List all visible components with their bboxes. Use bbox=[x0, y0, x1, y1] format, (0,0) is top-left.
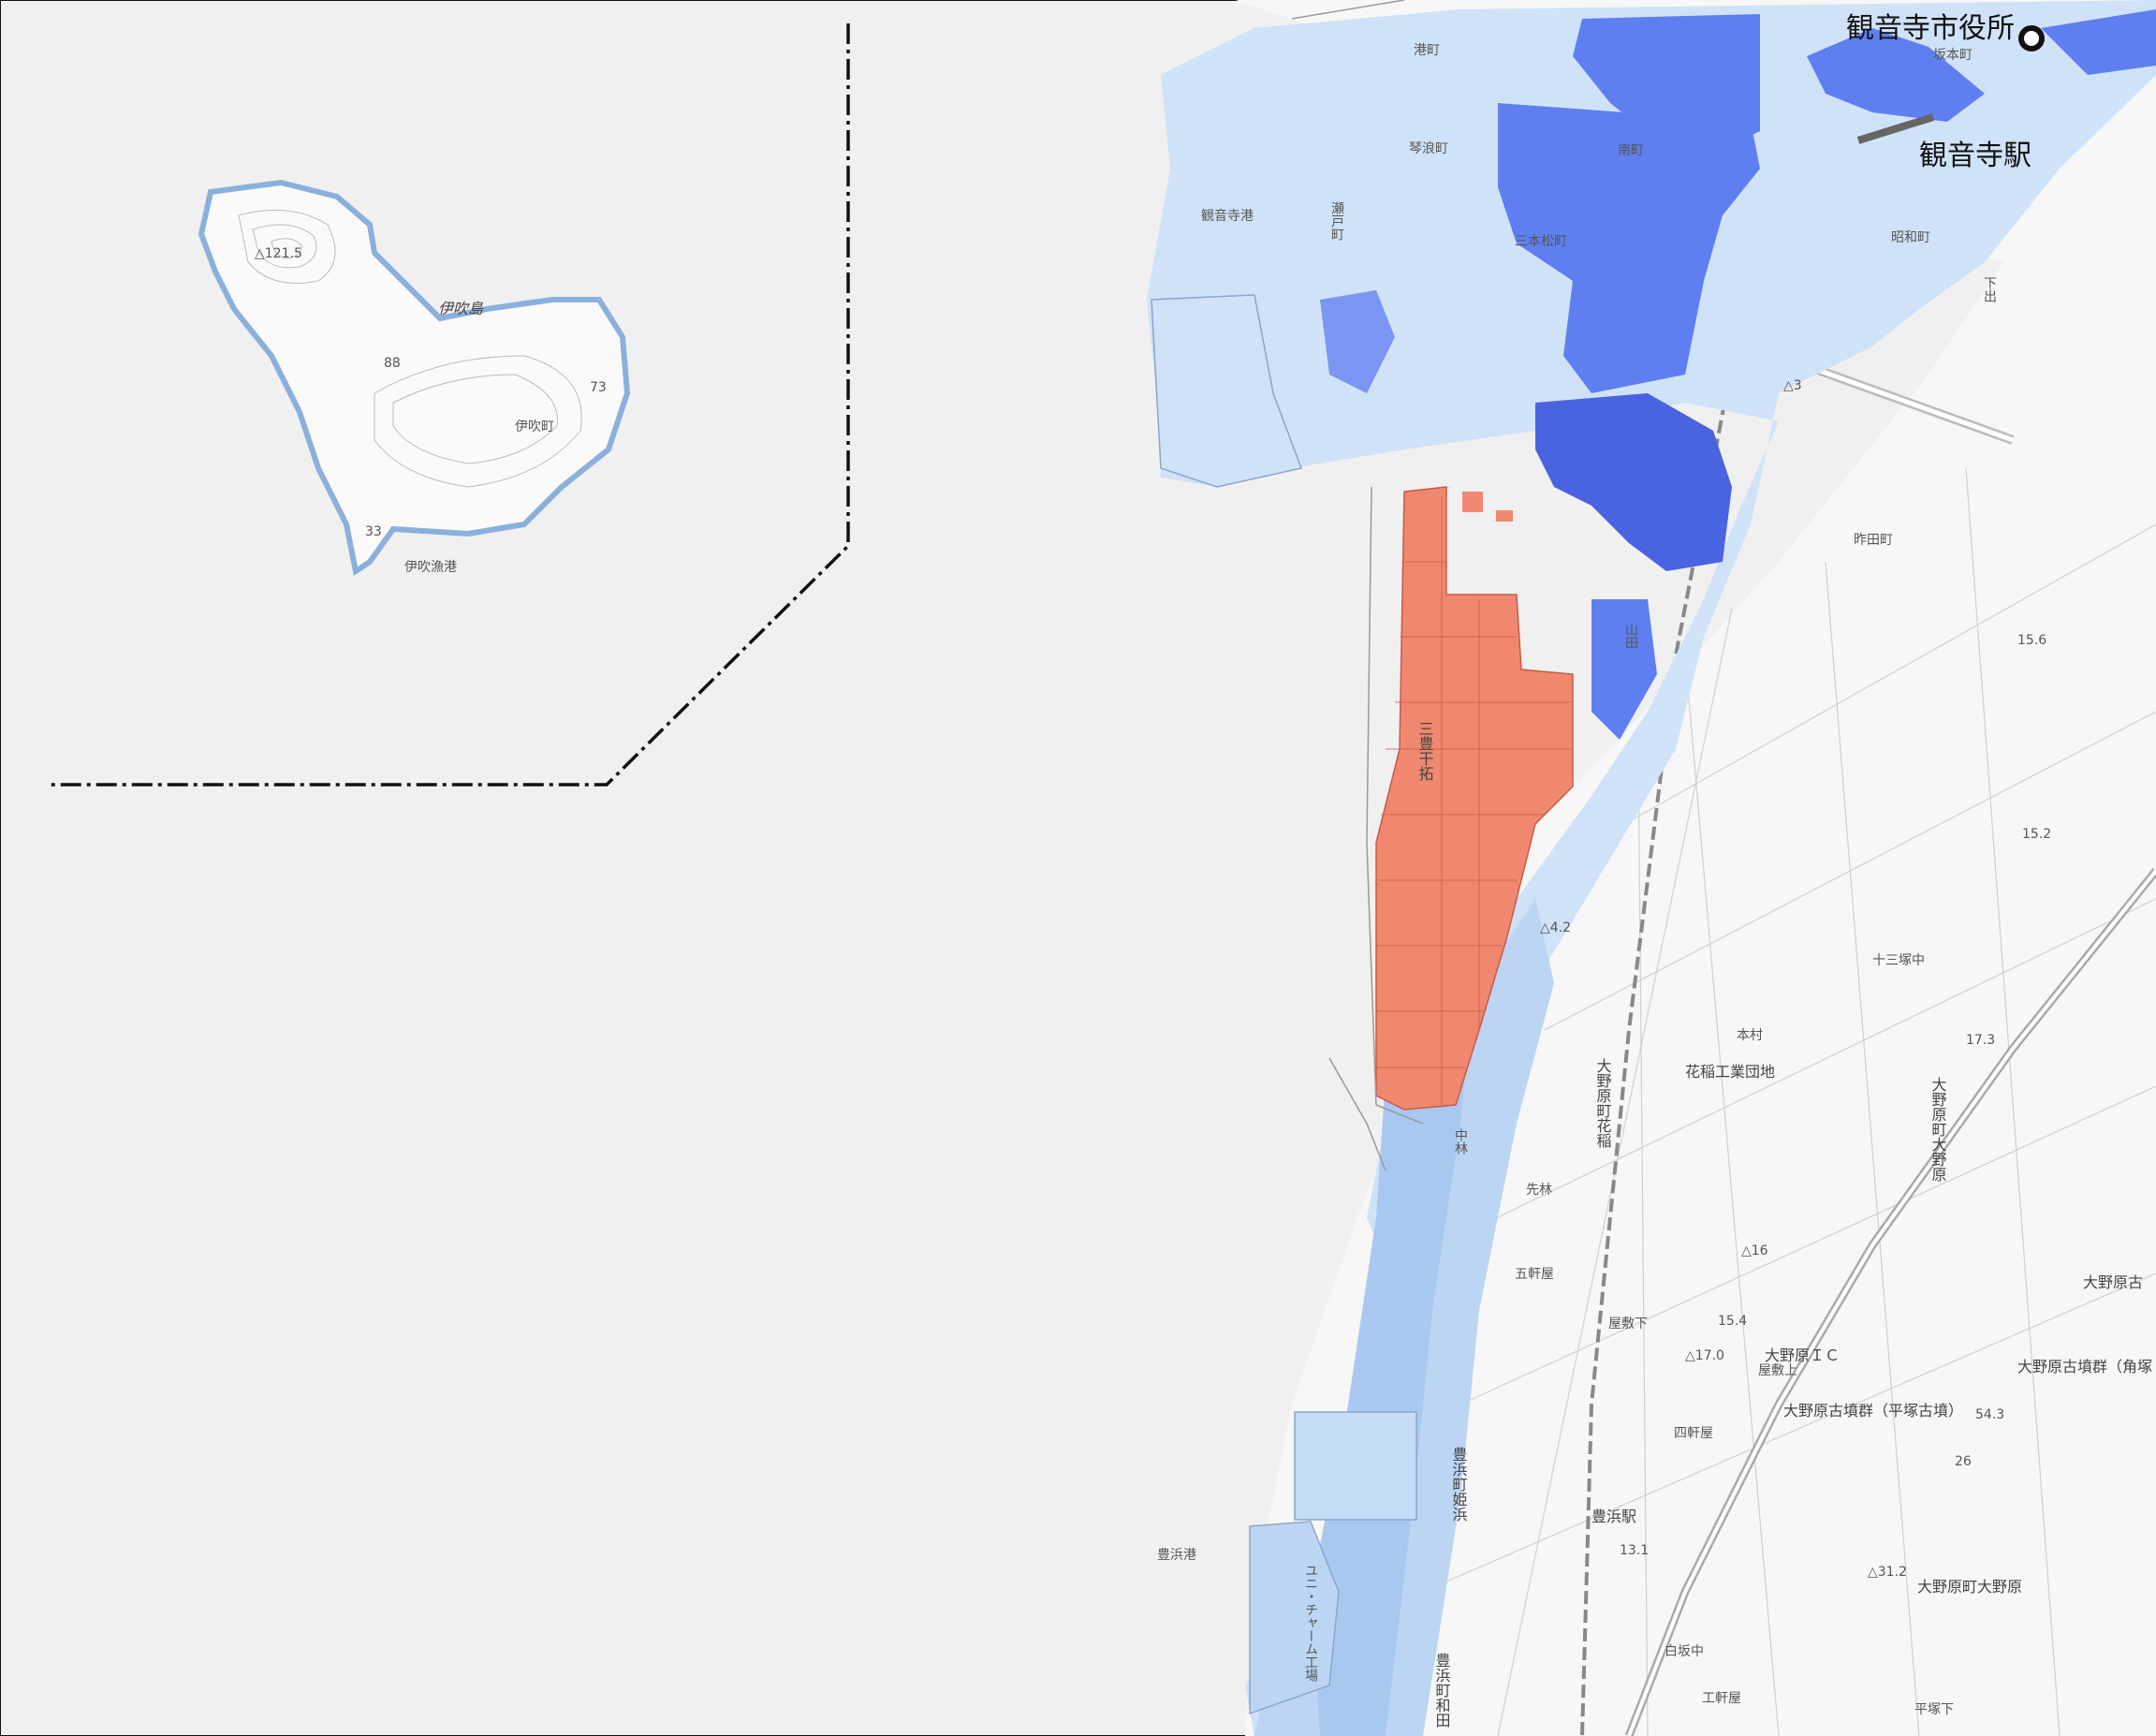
ic-label: 大野原ＩＣ bbox=[1765, 1346, 1840, 1364]
spot-height: △4.2 bbox=[1540, 920, 1571, 935]
spot-height: 13.1 bbox=[1620, 1543, 1649, 1558]
spot-height: 15.2 bbox=[2022, 827, 2051, 842]
district-yashiki2: 屋敷上 bbox=[1758, 1363, 1797, 1378]
spot-height: △3 bbox=[1783, 378, 1802, 393]
district-shimomura: 下出 bbox=[1982, 276, 1997, 302]
onohara-label: 大野原町大野原 bbox=[1917, 1578, 2022, 1596]
kofun-label: 大野原古墳群（平塚古墳） bbox=[1783, 1402, 1963, 1420]
reclaimed-land-red bbox=[1375, 486, 1574, 1111]
island-town: 伊吹町 bbox=[515, 419, 554, 434]
district-toyohama-himehama: 豊浜町姫浜 bbox=[1450, 1447, 1468, 1522]
spot-height: △16 bbox=[1741, 1243, 1768, 1258]
coastline bbox=[1291, 0, 1424, 1171]
island-name: 伊吹島 bbox=[438, 300, 484, 317]
station-label: 観音寺駅 bbox=[1919, 140, 2031, 172]
district-unicharm: ユニ・チャーム工場 bbox=[1303, 1564, 1318, 1682]
district-shirasaka: 白坂中 bbox=[1665, 1644, 1704, 1659]
island-peak: △121.5 bbox=[255, 246, 302, 261]
island-spot-73: 73 bbox=[590, 380, 607, 395]
district-nakabayashi: 中林 bbox=[1453, 1128, 1468, 1155]
inset-boundary bbox=[49, 23, 850, 787]
kofun3-label: 大野原古 bbox=[2083, 1273, 2143, 1291]
city-hall-label: 観音寺市役所 bbox=[1846, 12, 2015, 45]
district-sanbonmatsu: 三本松町 bbox=[1515, 234, 1567, 249]
ibuki-island bbox=[198, 179, 631, 576]
island-spot-88: 88 bbox=[384, 356, 401, 371]
district-hanaine: 大野原町花稲 bbox=[1594, 1058, 1612, 1148]
district-hirazuka: 平塚下 bbox=[1914, 1702, 1954, 1717]
flood-zone-shallow bbox=[1147, 0, 2156, 1736]
district-gohen: 五軒屋 bbox=[1515, 1267, 1554, 1282]
district-yashiki: 屋敷下 bbox=[1608, 1317, 1648, 1331]
district-seto: 瀬戸町 bbox=[1329, 201, 1344, 241]
city-hall-marker[interactable] bbox=[2018, 25, 2045, 51]
island-spot-33: 33 bbox=[365, 524, 382, 539]
district-yonken: 四軒屋 bbox=[1674, 1426, 1713, 1441]
reclaimed-label: 三豊干拓 bbox=[1416, 721, 1434, 781]
station-marker[interactable] bbox=[1856, 113, 1935, 144]
district-minami: 南町 bbox=[1618, 143, 1644, 158]
spot-height: △31.2 bbox=[1868, 1565, 1907, 1580]
kofun2-label: 大野原古墳群（角塚 bbox=[2017, 1358, 2152, 1376]
district-juzai: 十三塚中 bbox=[1872, 953, 1925, 968]
port-label: 観音寺港 bbox=[1201, 208, 1254, 224]
district-sakibayashi: 先林 bbox=[1526, 1183, 1552, 1198]
district-kogen: 工軒屋 bbox=[1702, 1691, 1741, 1706]
toyohama-station: 豊浜駅 bbox=[1591, 1508, 1636, 1525]
toyohama-port: 豊浜港 bbox=[1157, 1548, 1196, 1563]
district-showa: 昭和町 bbox=[1891, 230, 1930, 245]
industrial-label: 花稲工業団地 bbox=[1685, 1063, 1775, 1081]
district-kotonami: 琴浪町 bbox=[1409, 141, 1448, 156]
spot-height: 17.3 bbox=[1966, 1033, 1995, 1048]
flood-zone-deep bbox=[1320, 9, 2156, 740]
spot-height: 54.3 bbox=[1975, 1407, 2004, 1422]
district-sakamoto: 坂本町 bbox=[1933, 48, 1973, 63]
spot-height: 26 bbox=[1955, 1454, 1972, 1469]
district-minato: 港町 bbox=[1414, 43, 1440, 58]
district-toyohama-wada: 豊浜町和田 bbox=[1433, 1653, 1451, 1728]
spot-height: 15.6 bbox=[2017, 633, 2046, 648]
district-honmura: 本村 bbox=[1737, 1028, 1763, 1043]
district-sakuta: 昨田町 bbox=[1854, 533, 1893, 548]
district-yamada: 山田 bbox=[1623, 623, 1638, 649]
district-onoharav: 大野原町大野原 bbox=[1929, 1077, 1947, 1182]
spot-height: 15.4 bbox=[1718, 1314, 1747, 1329]
spot-height: △17.0 bbox=[1685, 1348, 1724, 1363]
island-port: 伊吹漁港 bbox=[404, 560, 457, 575]
